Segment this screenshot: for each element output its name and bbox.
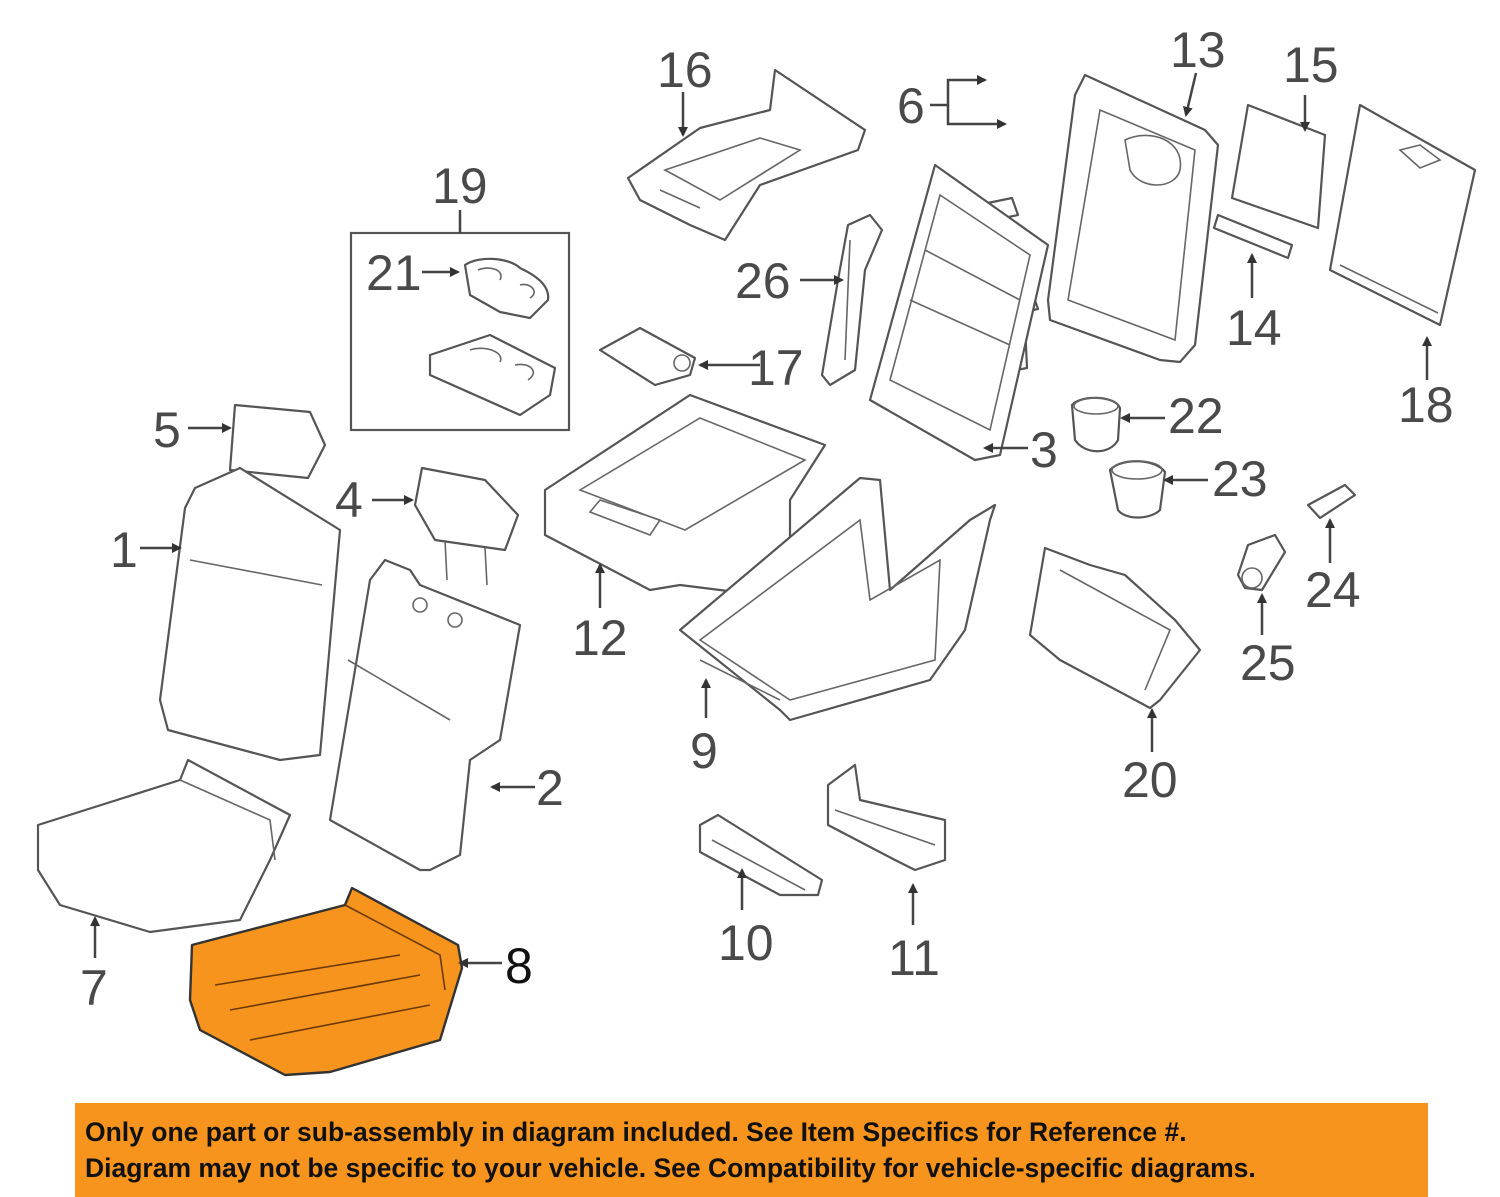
callout-21: 21 — [366, 245, 422, 301]
part-17-plate[interactable] — [598, 326, 697, 387]
callout-4: 4 — [335, 472, 363, 528]
callout-8: 8 — [505, 938, 533, 994]
part-11-bracket[interactable] — [826, 763, 947, 872]
part-26-hinge-bracket[interactable] — [820, 213, 884, 387]
part-19-cupholder-kit[interactable] — [349, 210, 571, 432]
callout-1: 1 — [110, 522, 138, 578]
disclaimer-banner: Only one part or sub-assembly in diagram… — [75, 1103, 1428, 1197]
part-4-headrest[interactable] — [413, 466, 520, 586]
callout-19: 19 — [432, 158, 488, 214]
part-9-seat-frame[interactable] — [678, 476, 997, 722]
callout-17: 17 — [748, 340, 804, 396]
callout-labels: 1 2 3 4 5 6 7 8 9 10 11 12 13 14 15 16 1… — [80, 22, 1454, 1016]
callout-6: 6 — [897, 78, 925, 134]
callout-26: 26 — [735, 253, 791, 309]
part-8-seat-cushion-pad[interactable] — [188, 886, 464, 1077]
callout-22: 22 — [1168, 388, 1224, 444]
callout-14: 14 — [1226, 300, 1282, 356]
callout-5: 5 — [153, 402, 181, 458]
callout-15: 15 — [1283, 37, 1339, 93]
callout-24: 24 — [1305, 562, 1361, 618]
callout-25: 25 — [1240, 635, 1296, 691]
callout-2: 2 — [536, 760, 564, 816]
callout-7: 7 — [80, 960, 108, 1016]
callout-10: 10 — [718, 915, 774, 971]
part-18-back-cover[interactable] — [1328, 103, 1477, 327]
leader-lines — [90, 72, 1432, 968]
part-23-cup-insert[interactable] — [1108, 460, 1167, 519]
parts-diagram: 1 2 3 4 5 6 7 8 9 10 11 12 13 14 15 16 1… — [36, 22, 1477, 1077]
part-20-trim-panel[interactable] — [1028, 546, 1202, 710]
callout-3: 3 — [1030, 422, 1058, 478]
part-12-console-bin[interactable] — [543, 393, 827, 597]
disclaimer-line-2: Diagram may not be specific to your vehi… — [85, 1153, 1256, 1183]
part-16-console-lid[interactable] — [626, 68, 867, 242]
part-7-seat-cushion[interactable] — [36, 758, 292, 934]
part-1-seat-back-cushion[interactable] — [158, 466, 342, 762]
part-10-bracket[interactable] — [698, 813, 824, 897]
callout-12: 12 — [572, 610, 628, 666]
part-25-socket[interactable] — [1236, 533, 1287, 592]
callout-18: 18 — [1398, 377, 1454, 433]
callout-11: 11 — [888, 930, 940, 986]
part-13-rear-panel[interactable] — [1046, 73, 1220, 364]
part-15-panel[interactable] — [1230, 103, 1327, 230]
callout-23: 23 — [1212, 451, 1268, 507]
callout-20: 20 — [1122, 752, 1178, 808]
part-3-back-frame[interactable] — [868, 163, 1050, 462]
part-22-cup-insert[interactable] — [1070, 396, 1122, 453]
part-24-plug[interactable] — [1306, 483, 1357, 520]
part-14-trim-strip[interactable] — [1212, 213, 1294, 260]
callout-13: 13 — [1170, 22, 1226, 78]
part-2-seat-back-cover[interactable] — [328, 558, 522, 872]
part-5-headrest[interactable] — [228, 403, 327, 480]
callout-9: 9 — [690, 723, 718, 779]
disclaimer-line-1: Only one part or sub-assembly in diagram… — [85, 1117, 1187, 1147]
callout-16: 16 — [657, 42, 713, 98]
